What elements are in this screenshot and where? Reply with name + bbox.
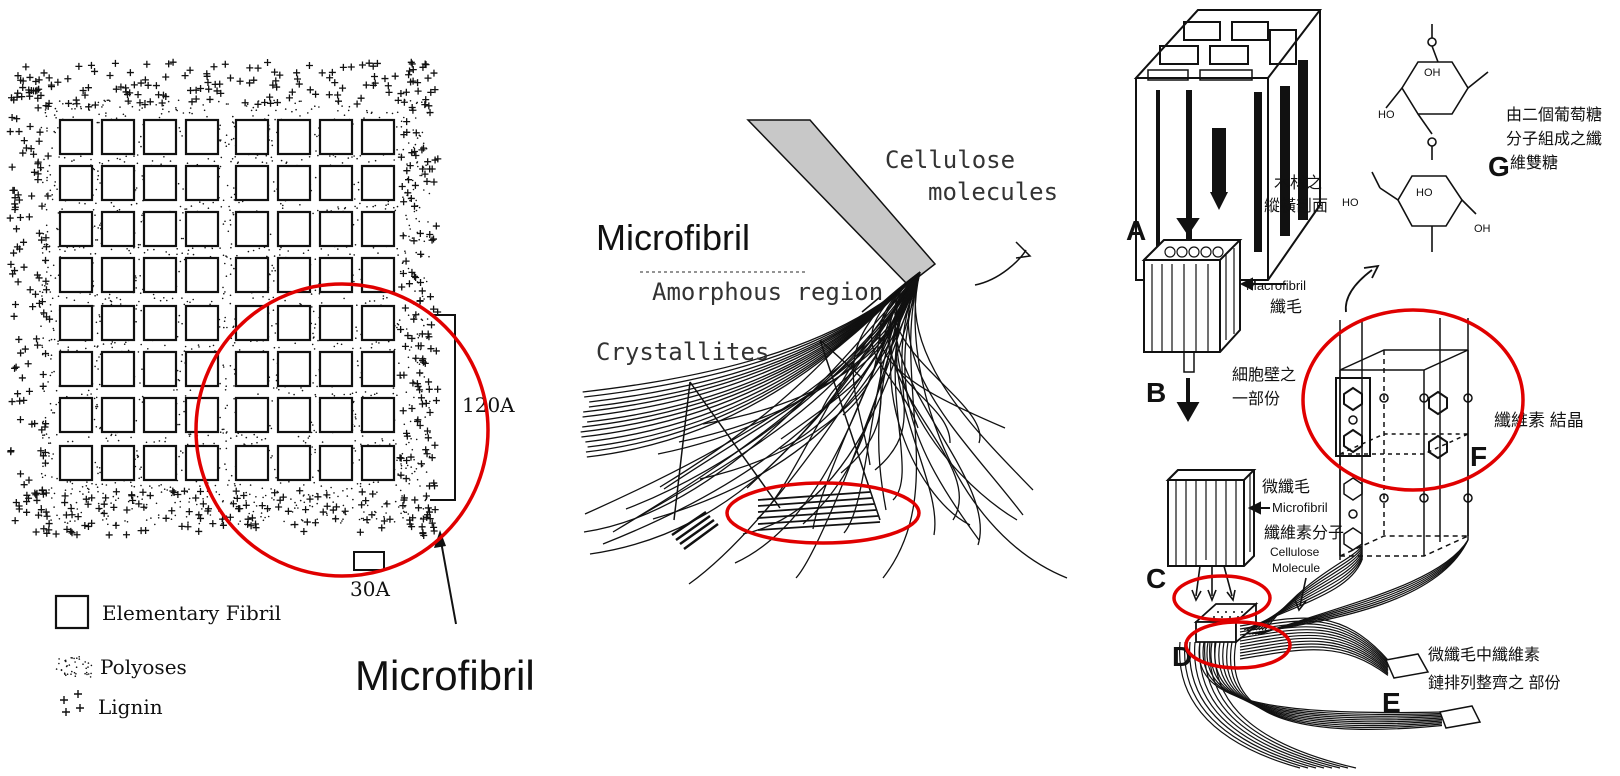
disaccharide-label-line2: 分子組成之纖 <box>1506 130 1602 148</box>
microfibril-block-c <box>1168 470 1254 566</box>
letter-e: E <box>1382 687 1401 718</box>
crystal-unit-cell-f <box>1336 318 1472 560</box>
legend-elementary-fibril-label: Elementary Fibril <box>102 601 281 625</box>
wood-section-label-line1: 木材之 <box>1274 174 1322 192</box>
microfibril-zh-label: 微纖毛 <box>1262 478 1310 496</box>
middle-panel-microfibril: Microfibril Cellulose molecules Amorphou… <box>581 120 1067 584</box>
legend-elementary-fibril-swatch <box>56 596 88 628</box>
dimension-box-30a <box>354 552 384 570</box>
microfibril-en-label: Microfibril <box>1272 500 1328 515</box>
cellulose-molecule-en-line2: Molecule <box>1272 561 1320 575</box>
arrowheads-c-to-d <box>1192 590 1235 600</box>
microfibril-callout-left: Microfibril <box>355 652 535 699</box>
macrofibril-en-label: Macrofibril <box>1246 278 1306 293</box>
cellwall-label-line1: 細胞壁之 <box>1232 365 1296 384</box>
dimension-label-30a: 30A <box>350 577 390 601</box>
cellulose-molecule-arrow <box>975 242 1030 285</box>
letter-g: G <box>1488 151 1510 182</box>
legend-polyoses-label: Polyoses <box>100 655 187 679</box>
oh-group-2: HO <box>1378 109 1395 121</box>
cellulose-molecule-zh-label: 纖維素分子 <box>1264 524 1344 542</box>
macrofibril-block-b <box>1144 240 1240 372</box>
cellulose-chain-bundle <box>1180 540 1468 768</box>
legend-lignin-swatch <box>60 690 84 716</box>
crystallites-label: Crystallites <box>596 338 769 366</box>
aligned-label-line1: 微纖毛中纖維素 <box>1428 646 1540 664</box>
legend-lignin-label: Lignin <box>98 695 163 719</box>
oh-group-3: HO <box>1342 197 1359 209</box>
arrow-b-to-c <box>1180 378 1196 418</box>
arrow-f-to-g <box>1346 266 1378 312</box>
disaccharide-label-line3: 維雙糖 <box>1510 154 1558 172</box>
letter-a: A <box>1126 215 1146 246</box>
microfibril-rod <box>748 120 935 285</box>
left-panel-cross-section: 120A 30A Elementary Fibril Polyoses Lign… <box>7 59 535 719</box>
aligned-label-line2: 鏈排列整齊之 部份 <box>1428 674 1560 692</box>
cellulose-label-line1: Cellulose <box>885 146 1015 174</box>
crystal-label: 纖維素 結晶 <box>1494 411 1584 430</box>
letter-c: C <box>1146 563 1166 594</box>
dimension-bracket-120a <box>430 315 455 500</box>
disaccharide-label-line1: 由二個葡萄糖 <box>1506 106 1602 124</box>
oh-group-4: HO <box>1416 187 1433 199</box>
crystallite-block-left <box>672 512 718 549</box>
cellulose-molecule-en-line1: Cellulose <box>1270 545 1320 559</box>
amorphous-region-label: Amorphous region <box>652 278 883 306</box>
oh-group-1: OH <box>1424 67 1441 79</box>
letter-b: B <box>1146 377 1166 408</box>
elementary-fibril-grid <box>60 120 394 480</box>
cellulose-molecule-strands <box>581 272 1067 584</box>
wood-section-label-line2: 縱橫剖面 <box>1264 197 1328 215</box>
cellwall-label-line2: 一部份 <box>1232 390 1280 408</box>
cellulose-label-line2: molecules <box>928 178 1058 206</box>
microfibril-callout-arrow-line <box>440 536 456 624</box>
microfibril-label-middle: Microfibril <box>596 217 750 258</box>
oh-group-5: OH <box>1474 223 1491 235</box>
legend-polyoses-swatch <box>56 656 92 678</box>
cellobiose-structure-g <box>1372 24 1488 252</box>
macrofibril-zh-label: 纖毛 <box>1270 298 1302 316</box>
right-panel-wood-hierarchy: A 木材之 縱橫剖面 Macrofibril 纖毛 B 細胞壁之 一部份 <box>1126 10 1602 768</box>
